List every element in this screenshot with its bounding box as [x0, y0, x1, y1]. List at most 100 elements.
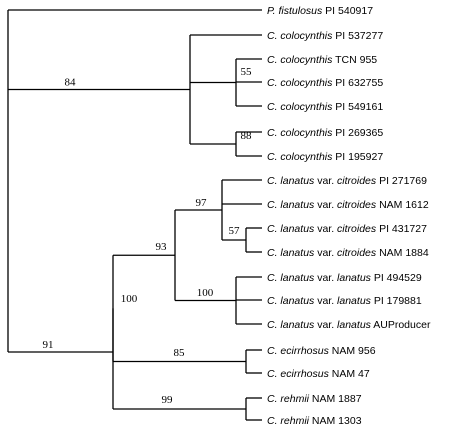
support-value-s84: 84 — [65, 77, 77, 89]
taxon-variety: lanatus — [337, 319, 372, 331]
support-value-s55: 55 — [241, 66, 253, 78]
taxon-label-t8: C. lanatus var. citroides PI 271769 — [267, 175, 427, 187]
taxon-accession: TCN 955 — [332, 54, 377, 66]
taxon-epithet: rehmii — [280, 393, 309, 405]
taxon-genus: C. — [267, 77, 280, 89]
taxon-rank: var. — [314, 295, 337, 307]
taxon-rank: var. — [314, 223, 337, 235]
taxon-epithet: lanatus — [280, 319, 315, 331]
taxon-genus: C. — [267, 368, 280, 380]
support-value-s100a: 100 — [121, 293, 138, 305]
taxon-epithet: lanatus — [280, 223, 315, 235]
taxon-genus: C. — [267, 127, 280, 139]
taxon-genus: C. — [267, 30, 280, 42]
taxon-label-t14: C. lanatus var. lanatus AUProducer — [267, 319, 431, 331]
taxon-variety: lanatus — [337, 295, 372, 307]
taxon-label-t9: C. lanatus var. citroides NAM 1612 — [267, 199, 429, 211]
taxon-genus: C. — [267, 272, 280, 284]
taxon-epithet: lanatus — [280, 175, 315, 187]
taxon-accession: NAM 956 — [329, 345, 376, 357]
taxon-genus: C. — [267, 415, 280, 427]
taxon-accession: PI 494529 — [371, 272, 422, 284]
taxon-label-t16: C. ecirrhosus NAM 47 — [267, 368, 370, 380]
taxon-epithet: colocynthis — [280, 30, 333, 42]
taxon-label-t18: C. rehmii NAM 1303 — [267, 415, 362, 427]
tree-branches — [7, 9, 262, 421]
taxon-epithet: colocynthis — [280, 127, 333, 139]
taxon-accession: AUProducer — [371, 319, 431, 331]
support-value-s85: 85 — [174, 347, 186, 359]
taxon-epithet: lanatus — [280, 199, 315, 211]
taxon-label-t17: C. rehmii NAM 1887 — [267, 393, 362, 405]
taxon-genus: C. — [267, 345, 280, 357]
taxon-label-t1: P. fistulosus PI 540917 — [267, 5, 373, 17]
support-value-s93: 93 — [156, 241, 168, 253]
support-value-s91: 91 — [43, 339, 54, 351]
taxon-accession: NAM 1612 — [376, 199, 429, 211]
taxon-epithet: colocynthis — [280, 77, 333, 89]
taxon-genus: C. — [267, 54, 280, 66]
taxon-accession: PI 540917 — [322, 5, 373, 17]
taxon-rank: var. — [314, 247, 337, 259]
taxon-genus: P. — [267, 5, 278, 17]
taxon-variety: citroides — [337, 223, 377, 235]
taxon-accession: PI 431727 — [376, 223, 427, 235]
taxon-epithet: colocynthis — [280, 101, 333, 113]
taxon-genus: C. — [267, 295, 280, 307]
bootstrap-support-values: 84 55 88 91 100 93 97 57 100 85 99 — [43, 66, 253, 406]
taxon-epithet: lanatus — [280, 295, 315, 307]
taxon-label-t11: C. lanatus var. citroides NAM 1884 — [267, 247, 429, 259]
support-value-s97: 97 — [196, 197, 208, 209]
support-value-s100b: 100 — [197, 287, 214, 299]
taxon-accession: PI 632755 — [332, 77, 383, 89]
taxon-label-t6: C. colocynthis PI 269365 — [267, 127, 383, 139]
taxon-accession: NAM 1887 — [309, 393, 362, 405]
taxon-label-t5: C. colocynthis PI 549161 — [267, 101, 383, 113]
taxon-label-t2: C. colocynthis PI 537277 — [267, 30, 383, 42]
taxon-genus: C. — [267, 223, 280, 235]
taxon-variety: citroides — [337, 199, 377, 211]
taxon-rank: var. — [314, 272, 337, 284]
taxon-label-t7: C. colocynthis PI 195927 — [267, 151, 383, 163]
taxon-accession: PI 271769 — [376, 175, 427, 187]
taxon-rank: var. — [314, 199, 337, 211]
taxon-epithet: ecirrhosus — [280, 368, 329, 380]
taxon-label-t3: C. colocynthis TCN 955 — [267, 54, 377, 66]
taxon-genus: C. — [267, 247, 280, 259]
taxon-epithet: ecirrhosus — [280, 345, 329, 357]
taxon-genus: C. — [267, 151, 280, 163]
support-value-s99: 99 — [162, 394, 174, 406]
taxon-epithet: lanatus — [280, 272, 315, 284]
taxon-accession: PI 269365 — [332, 127, 383, 139]
support-value-s88: 88 — [241, 130, 253, 142]
taxon-epithet: colocynthis — [280, 151, 333, 163]
taxon-genus: C. — [267, 319, 280, 331]
taxon-genus: C. — [267, 393, 280, 405]
taxon-variety: lanatus — [337, 272, 372, 284]
taxon-accession: NAM 1884 — [376, 247, 429, 259]
taxon-variety: citroides — [337, 175, 377, 187]
taxon-accession: PI 179881 — [371, 295, 422, 307]
taxon-accession: NAM 47 — [329, 368, 370, 380]
taxon-label-t13: C. lanatus var. lanatus PI 179881 — [267, 295, 422, 307]
taxon-epithet: rehmii — [280, 415, 309, 427]
support-value-s57: 57 — [229, 225, 241, 237]
taxon-genus: C. — [267, 199, 280, 211]
taxon-rank: var. — [314, 319, 337, 331]
taxon-genus: C. — [267, 101, 280, 113]
taxon-label-t12: C. lanatus var. lanatus PI 494529 — [267, 272, 422, 284]
taxon-label-t15: C. ecirrhosus NAM 956 — [267, 345, 376, 357]
taxon-label-t4: C. colocynthis PI 632755 — [267, 77, 383, 89]
taxon-epithet: colocynthis — [280, 54, 333, 66]
taxon-variety: citroides — [337, 247, 377, 259]
taxon-label-t10: C. lanatus var. citroides PI 431727 — [267, 223, 427, 235]
taxon-accession: PI 537277 — [332, 30, 383, 42]
taxon-epithet: fistulosus — [278, 5, 323, 17]
taxon-rank: var. — [314, 175, 337, 187]
taxon-epithet: lanatus — [280, 247, 315, 259]
taxon-genus: C. — [267, 175, 280, 187]
taxon-accession: PI 549161 — [332, 101, 383, 113]
taxon-accession: PI 195927 — [332, 151, 383, 163]
